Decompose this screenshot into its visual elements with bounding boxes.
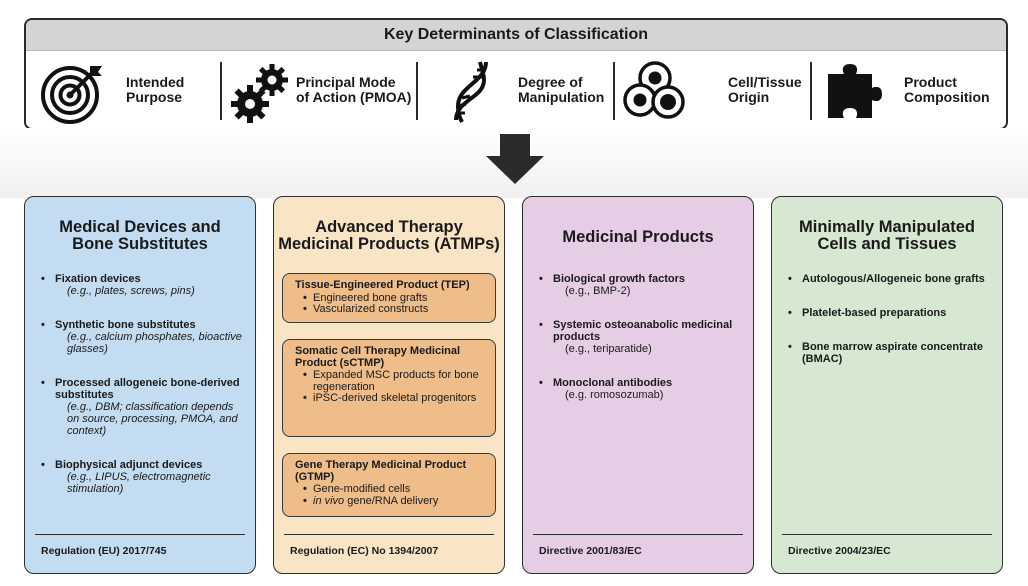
divider [613,62,615,120]
subproduct-title: Somatic Cell Therapy Medicinal Product (… [295,345,461,369]
item-list: Fixation devices (e.g., plates, screws, … [37,273,247,517]
item-example: (e.g., BMP-2) [565,285,631,297]
list-item: Vascularized constructs [303,303,495,316]
list-item: Biological growth factors (e.g., BMP-2) [535,273,745,297]
subproduct-title: Gene Therapy Medicinal Product (GTMP) [295,459,467,483]
cells-icon [623,61,685,119]
list-item: Autologous/Allogeneic bone grafts [784,273,994,285]
dna-icon [454,61,488,123]
subproduct-tep: Tissue-Engineered Product (TEP) Engineer… [282,273,496,323]
regulation-divider [35,533,245,535]
category-title: Medicinal Products [562,228,714,246]
item-example: (e.g. romosozumab) [565,389,664,401]
item-example: (e.g., DBM; classification depends on so… [67,401,238,437]
item-main: Biological growth factors [553,273,686,285]
list-item: Expanded MSC products for bone regenerat… [303,369,495,393]
subproduct-gtmp: Gene Therapy Medicinal Product (GTMP) Ge… [282,453,496,517]
divider [810,62,812,120]
list-item: Bone marrow aspirate concentrate (BMAC) [784,341,994,365]
target-icon [41,66,102,124]
list-item: Gene-modified cells [303,483,495,496]
determinant-label: Intended Purpose [126,74,185,105]
category-medicinal-products: Medicinal Products Biological growth fac… [522,196,754,574]
determinant-label: Product Composition [904,74,990,105]
item-main: Monoclonal antibodies [553,377,673,389]
item-example: (e.g., calcium phosphates, bioactive gla… [67,331,242,355]
list-item: Synthetic bone substitutes (e.g., calciu… [37,319,247,355]
regulation-label: Directive 2001/83/EC [539,545,642,557]
determinant-pmoa: Principal Mode of Action (PMOA) [226,52,416,128]
item-main: Biophysical adjunct devices [55,459,203,471]
category-title: Advanced Therapy Medicinal Products (ATM… [278,218,500,253]
subproduct-list: Expanded MSC products for bone regenerat… [283,369,495,405]
determinant-manipulation: Degree of Manipulation [422,52,612,128]
puzzle-icon [828,64,882,118]
determinant-intended-purpose: Intended Purpose [38,52,228,128]
determinant-label: Cell/Tissue Origin [728,74,802,105]
regulation-divider [533,533,743,535]
divider [220,62,222,120]
list-item: Biophysical adjunct devices (e.g., LIPUS… [37,459,247,495]
item-main: Platelet-based preparations [802,307,947,319]
item-list: Biological growth factors (e.g., BMP-2) … [535,273,745,423]
category-title: Medical Devices and Bone Substitutes [59,218,221,253]
determinant-label: Degree of Manipulation [518,74,605,105]
item-main: Bone marrow aspirate concentrate (BMAC) [802,341,983,365]
item-main: Autologous/Allogeneic bone grafts [802,273,985,285]
regulation-divider [284,533,494,535]
item-example: (e.g., plates, screws, pins) [67,285,195,297]
regulation-label: Directive 2004/23/EC [788,545,891,557]
subproduct-title: Tissue-Engineered Product (TEP) [295,279,470,291]
item-example: (e.g., teriparatide) [565,343,652,355]
item-main: Synthetic bone substitutes [55,319,196,331]
item-main: Processed allogeneic bone-derived substi… [55,377,240,401]
panel-title: Key Determinants of Classification [26,20,1006,51]
list-item: Engineered bone grafts [303,292,495,305]
list-item: Processed allogeneic bone-derived substi… [37,377,247,437]
category-atmps: Advanced Therapy Medicinal Products (ATM… [273,196,505,574]
down-arrow-icon [486,134,544,184]
item-example: (e.g., LIPUS, electromagnetic stimulatio… [67,471,211,495]
subproduct-list: Engineered bone grafts Vascularized cons… [283,292,495,316]
list-item: iPSC-derived skeletal progenitors [303,392,495,405]
determinant-origin: Cell/Tissue Origin [618,52,810,128]
divider [416,62,418,120]
determinants-panel: Key Determinants of Classification Inten… [24,18,1008,130]
item-main: Fixation devices [55,273,141,285]
category-title: Minimally Manipulated Cells and Tissues [798,218,976,253]
regulation-label: Regulation (EU) 2017/745 [41,545,167,557]
subproduct-sctmp: Somatic Cell Therapy Medicinal Product (… [282,339,496,437]
determinants-row: Intended Purpose P [26,52,1006,128]
list-item: Monoclonal antibodies (e.g. romosozumab) [535,377,745,401]
gears-icon [231,64,288,123]
list-item: Systemic osteoanabolic medicinal product… [535,319,745,355]
list-item: Fixation devices (e.g., plates, screws, … [37,273,247,297]
list-item: Platelet-based preparations [784,307,994,319]
category-medical-devices: Medical Devices and Bone Substitutes Fix… [24,196,256,574]
category-minimally-manipulated: Minimally Manipulated Cells and Tissues … [771,196,1003,574]
item-main: Systemic osteoanabolic medicinal product… [553,319,733,343]
determinant-composition: Product Composition [816,52,1004,128]
list-item: in vivo gene/RNA delivery [303,495,495,508]
determinant-label: Principal Mode of Action (PMOA) [296,74,412,105]
subproduct-list: Gene-modified cells in vivo gene/RNA del… [283,483,495,508]
regulation-divider [782,533,992,535]
item-list: Autologous/Allogeneic bone grafts Platel… [784,273,994,387]
regulation-label: Regulation (EC) No 1394/2007 [290,545,439,557]
